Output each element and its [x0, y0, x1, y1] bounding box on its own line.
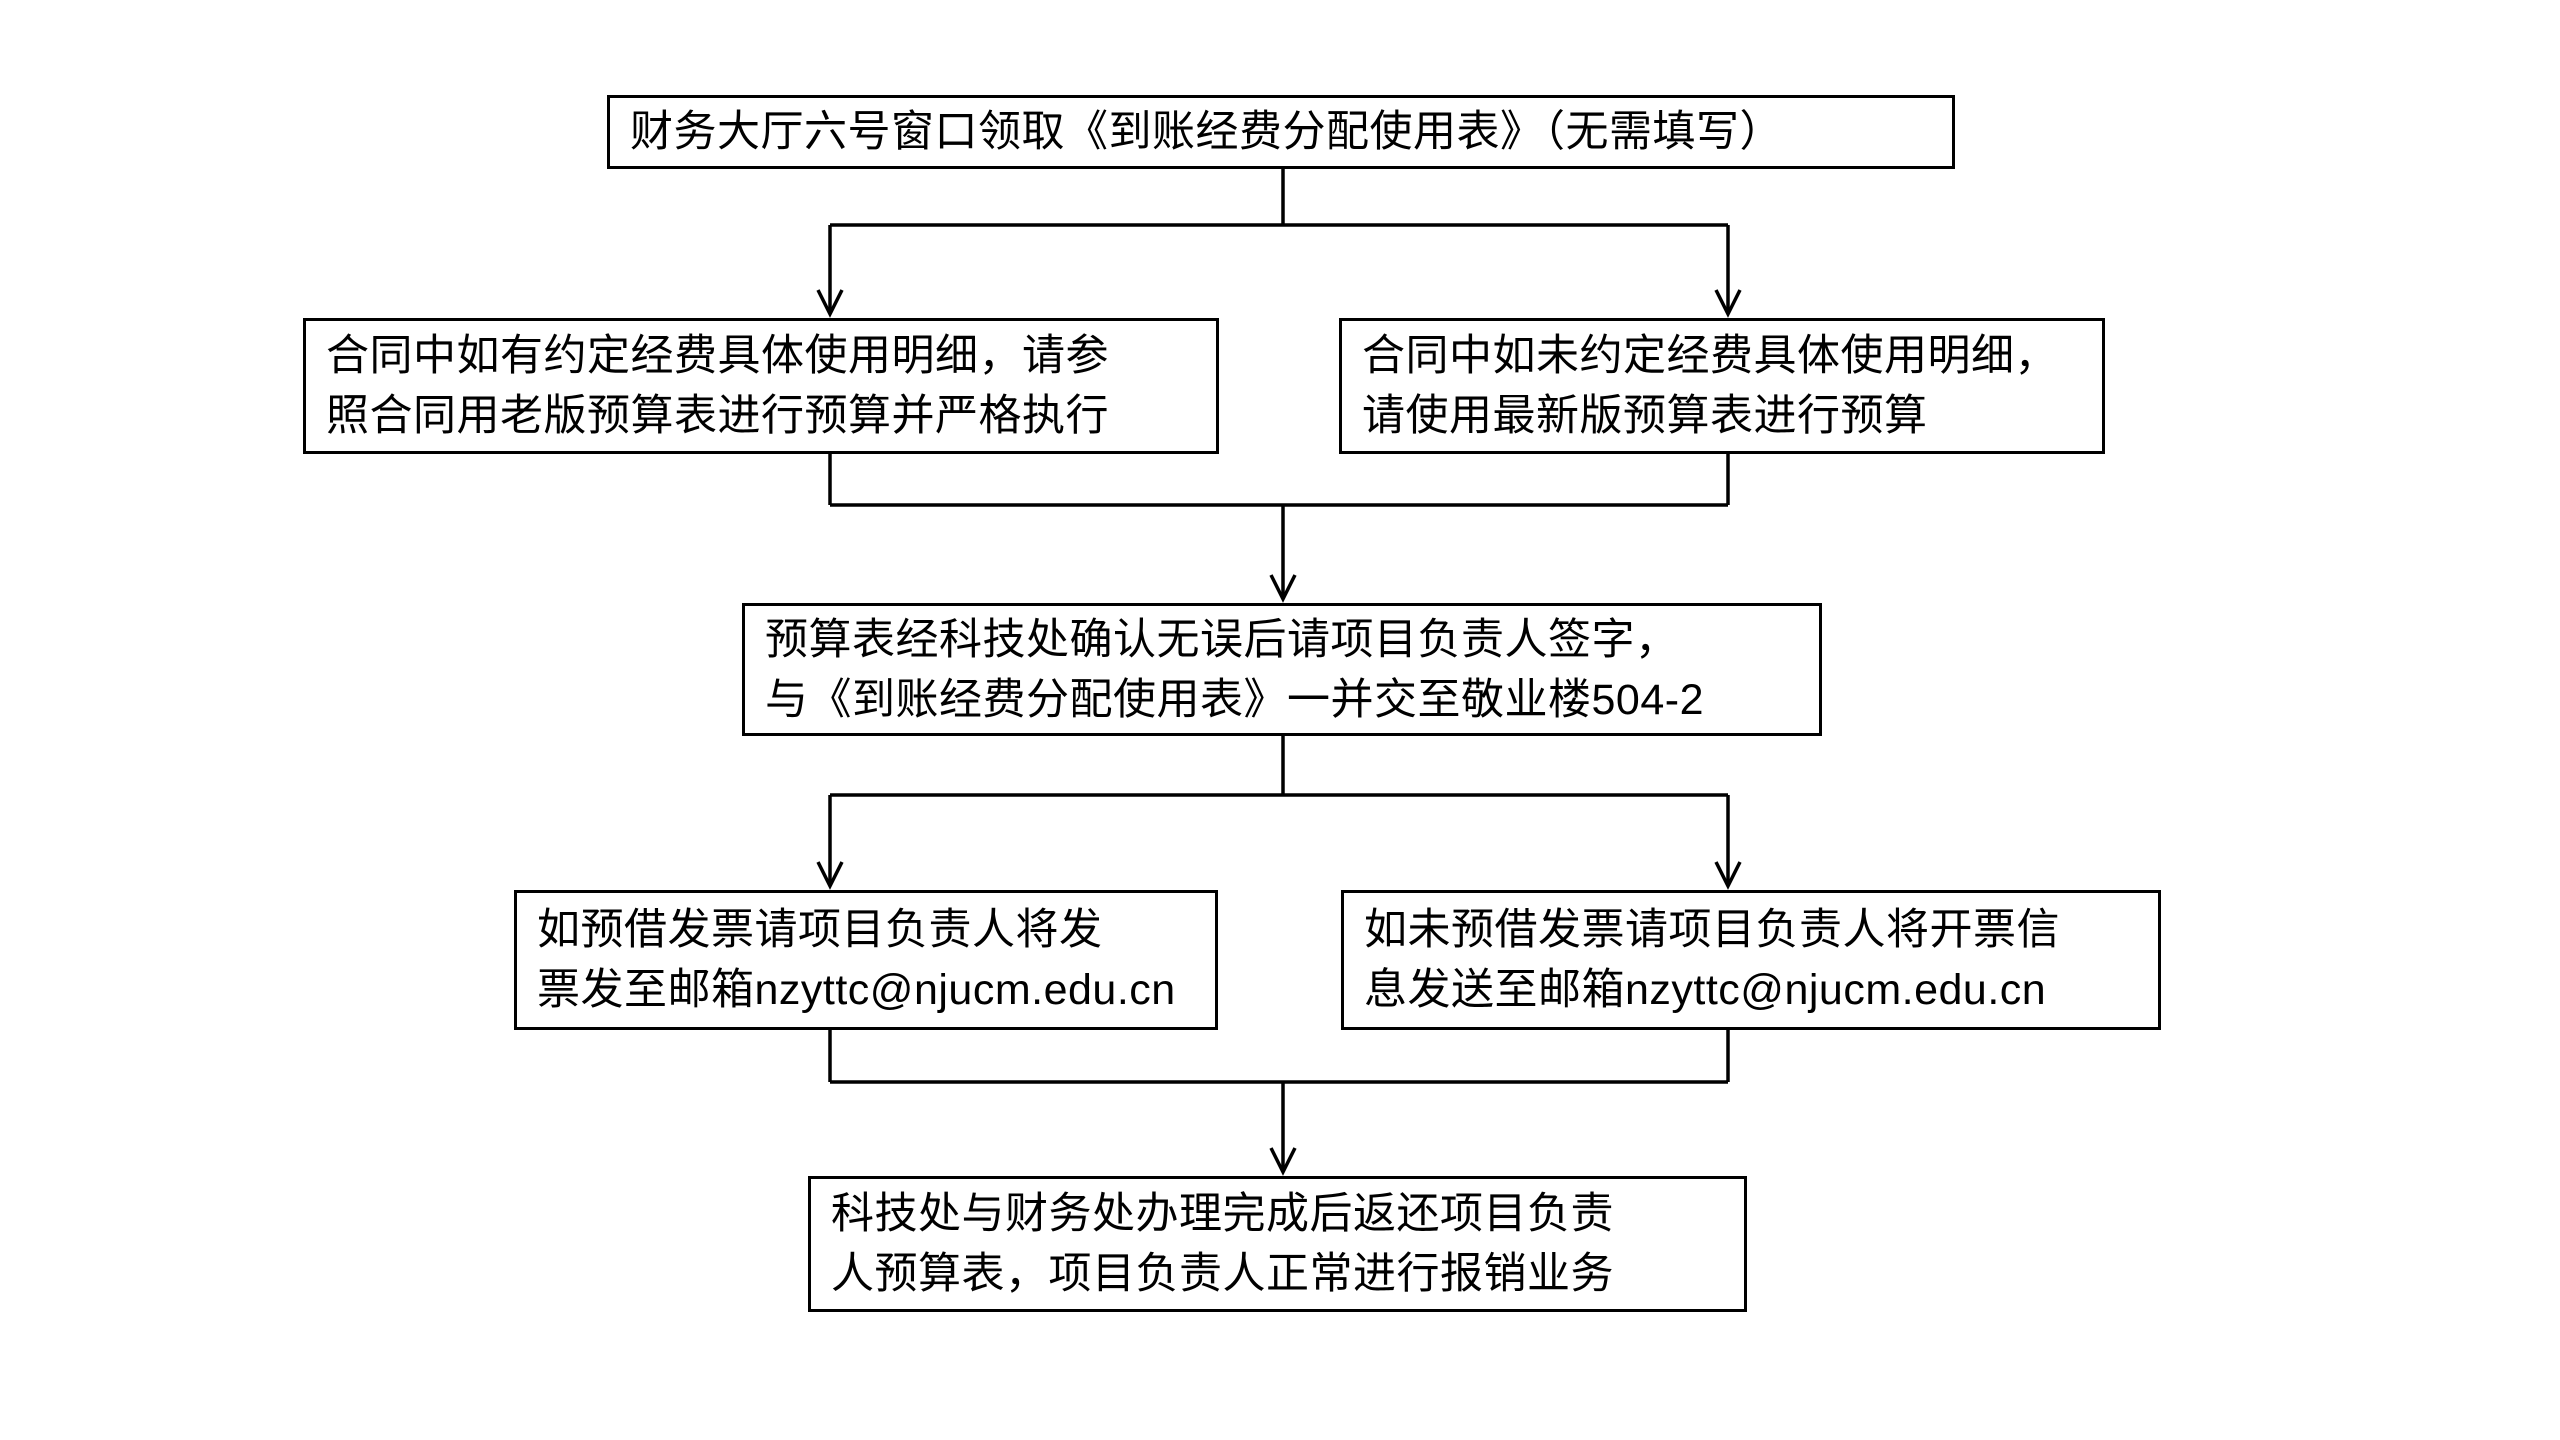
arrowhead-down-icon: [816, 861, 844, 890]
flow-node-text: 科技处与财务处办理完成后返还项目负责: [831, 1190, 1614, 1238]
flow-node-text: 照合同用老版预算表进行预算并严格执行: [326, 392, 1109, 440]
flow-node-text: 息发送至邮箱nzyttc@njucm.edu.cn: [1364, 966, 2047, 1014]
flow-node-text: 预算表经科技处确认无误后请项目负责人签字，: [765, 615, 1679, 664]
flow-node-text: 人预算表，项目负责人正常进行报销业务: [831, 1250, 1614, 1298]
connector-split-1: [816, 169, 1742, 318]
arrowhead-down-icon: [1269, 1147, 1297, 1176]
flow-node-confirm-and-sign: 预算表经科技处确认无误后请项目负责人签字， 与《到账经费分配使用表》一并交至敬业…: [742, 603, 1822, 736]
arrowhead-down-icon: [1714, 861, 1742, 890]
flow-node-text: 财务大厅六号窗口领取《到账经费分配使用表》（无需填写）: [630, 108, 1783, 156]
flow-node-text: 如未预借发票请项目负责人将开票信: [1364, 906, 2060, 954]
flow-node-text: 合同中如未约定经费具体使用明细，: [1362, 332, 2058, 380]
flow-node-text: 合同中如有约定经费具体使用明细，请参: [326, 332, 1109, 380]
flow-node-invoice-not-preborrowed: 如未预借发票请项目负责人将开票信 息发送至邮箱nzyttc@njucm.edu.…: [1341, 890, 2161, 1030]
flow-node-text: 与《到账经费分配使用表》一并交至敬业楼504-2: [765, 675, 1704, 724]
arrowhead-down-icon: [816, 289, 844, 318]
flow-node-final-reimbursement: 科技处与财务处办理完成后返还项目负责 人预算表，项目负责人正常进行报销业务: [808, 1176, 1747, 1312]
flow-node-contract-has-detail: 合同中如有约定经费具体使用明细，请参 照合同用老版预算表进行预算并严格执行: [303, 318, 1219, 454]
flow-node-invoice-preborrowed: 如预借发票请项目负责人将发 票发至邮箱nzyttc@njucm.edu.cn: [514, 890, 1218, 1030]
connector-merge-1: [828, 454, 1730, 603]
flow-node-text: 票发至邮箱nzyttc@njucm.edu.cn: [537, 966, 1176, 1014]
connector-merge-2: [828, 1030, 1730, 1176]
flow-node-text: 请使用最新版预算表进行预算: [1362, 392, 1928, 440]
flow-node-contract-no-detail: 合同中如未约定经费具体使用明细， 请使用最新版预算表进行预算: [1339, 318, 2105, 454]
arrowhead-down-icon: [1269, 574, 1297, 603]
flow-node-start: 财务大厅六号窗口领取《到账经费分配使用表》（无需填写）: [607, 95, 1955, 169]
connector-split-2: [816, 736, 1742, 890]
flow-node-text: 如预借发票请项目负责人将发: [537, 906, 1103, 954]
arrowhead-down-icon: [1714, 289, 1742, 318]
